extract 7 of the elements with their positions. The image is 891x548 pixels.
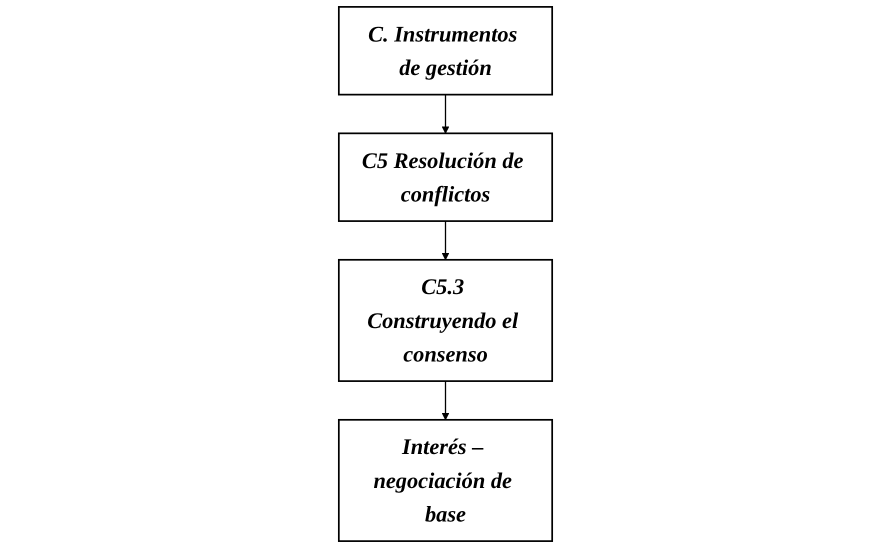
node-box: C5.3 Construyendo el consenso bbox=[338, 258, 554, 382]
arrow bbox=[442, 94, 450, 134]
node-box: C5 Resolución de conflictos bbox=[338, 132, 554, 222]
node-box: C. Instrumentos de gestión bbox=[338, 6, 554, 96]
arrow bbox=[442, 221, 450, 260]
node-box: Interés – negociación de base bbox=[338, 418, 554, 542]
arrow bbox=[442, 381, 450, 420]
